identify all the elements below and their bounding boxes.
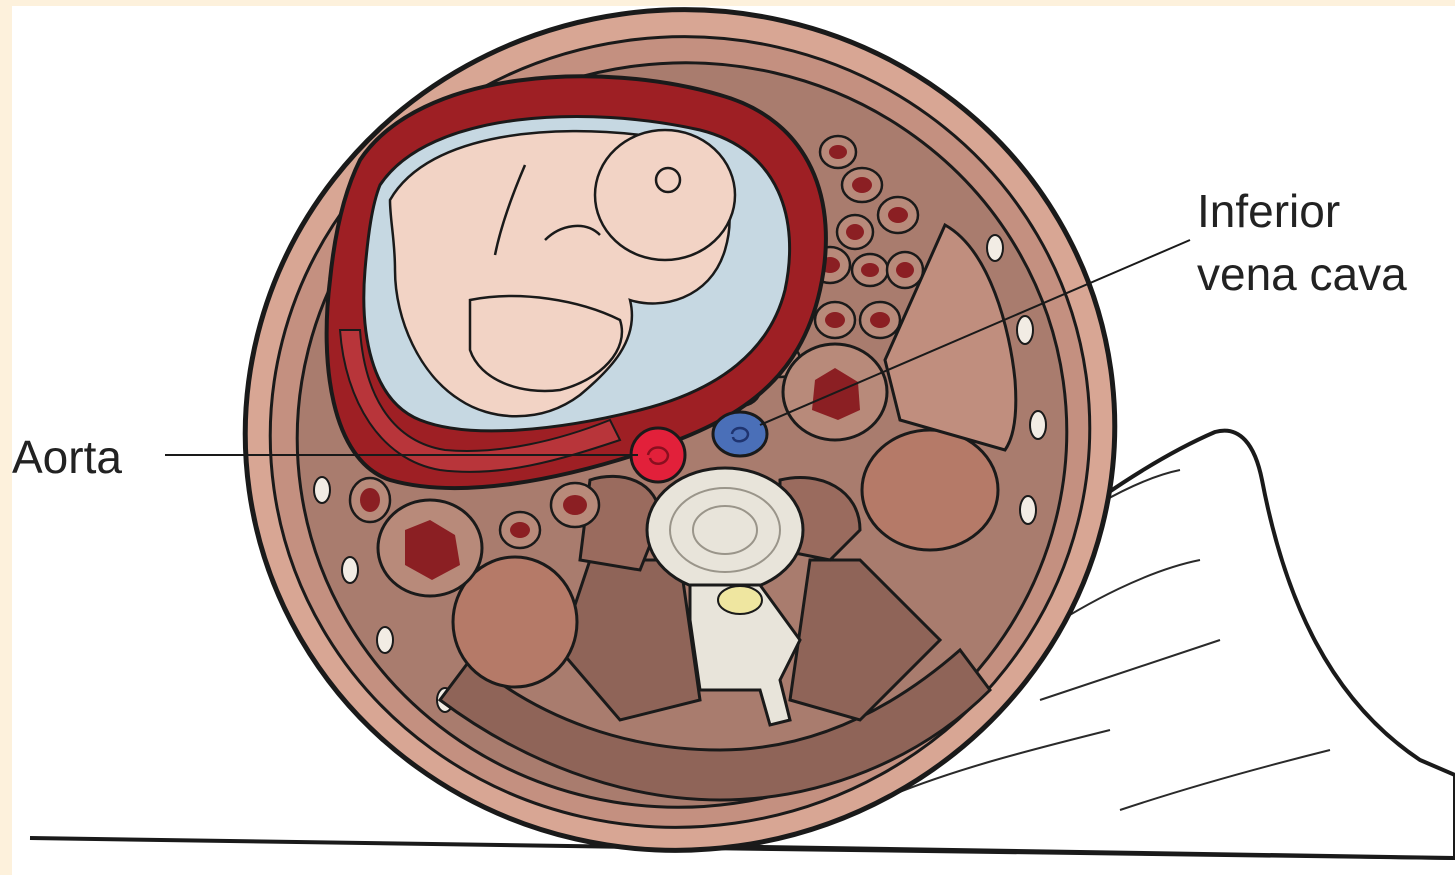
spinal-cord	[718, 586, 762, 614]
inferior-vena-cava	[713, 412, 767, 456]
aorta	[631, 428, 685, 482]
ivc-label-line2: vena cava	[1197, 248, 1407, 300]
aorta-label: Aorta	[12, 431, 122, 483]
ivc-label-line1: Inferior	[1197, 185, 1340, 237]
right-kidney	[862, 430, 998, 550]
fetus-head	[595, 130, 735, 260]
